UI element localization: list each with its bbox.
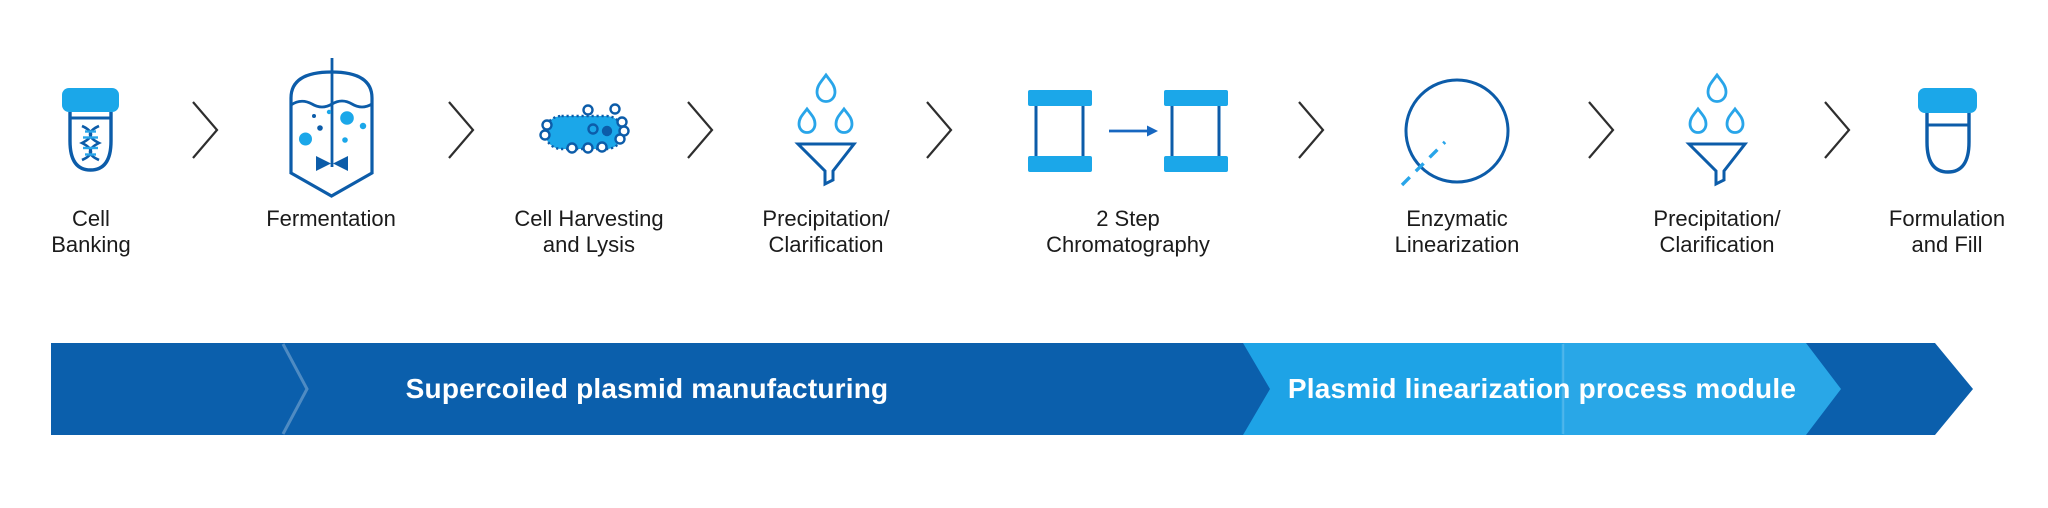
step-label-line: Banking [51,232,131,257]
cell-banking-tube-dna-icon [62,88,119,172]
step-separator-chevron-icon [1298,101,1325,159]
step-label-line: Linearization [1394,232,1520,257]
step-label-line: Cell [72,206,110,231]
step-label-precipitation-2: Precipitation/Clarification [1653,206,1780,258]
light-band-segment [1563,343,1841,435]
step-label-line: Clarification [768,232,884,257]
dark-band-chevron-seam [281,343,309,435]
step-label-line: Enzymatic [1406,206,1508,231]
precipitation-funnel-droplets-icon [794,72,858,187]
step-label-precipitation-1: Precipitation/Clarification [762,206,889,258]
step-separator-chevron-icon [448,101,475,159]
supercoiled-banner-label: Supercoiled plasmid manufacturing [405,373,889,404]
precipitation-funnel-droplets-icon [1685,72,1749,187]
step-label-line: Precipitation/ [762,206,890,231]
process-phase-banner [51,343,1973,435]
enzymatic-linearization-plasmid-icon [1400,78,1510,187]
step-label-line: 2 Step [1096,206,1160,231]
step-label-line: Cell Harvesting [514,206,664,231]
linearization-arrow-shape [1243,343,1841,435]
step-label-line: Chromatography [1046,232,1210,257]
step-separator-chevron-icon [1824,101,1851,159]
step-label-line: Precipitation/ [1653,206,1781,231]
step-label-line: and Fill [1911,232,1983,257]
cell-harvesting-bacterium-icon [539,103,630,154]
step-separator-chevron-icon [687,101,714,159]
step-label-fermentation: Fermentation [266,206,396,232]
two-step-chromatography-columns-icon [1028,90,1228,172]
step-separator-chevron-icon [192,101,219,159]
fermentation-bioreactor-icon [289,58,374,198]
formulation-fill-tube-icon [1918,88,1977,174]
linearization-banner-label: Plasmid linearization process module [1287,373,1797,404]
step-label-line: and Lysis [542,232,636,257]
step-separator-chevron-icon [926,101,953,159]
step-separator-chevron-icon [1588,101,1615,159]
step-label-line: Fermentation [266,206,396,231]
step-label-line: Formulation [1888,206,2006,231]
step-label-line: Clarification [1659,232,1775,257]
